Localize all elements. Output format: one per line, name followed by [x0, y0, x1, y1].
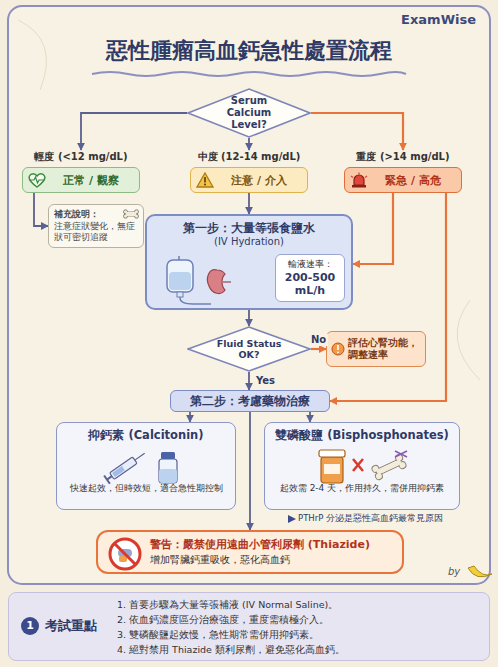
- decision-diamond: Fluid Status OK?: [187, 326, 311, 372]
- flow-arrow: [248, 310, 250, 326]
- branch-heading: 中度 (12-14 mg/dL): [190, 150, 308, 164]
- brand-text: ExamWise: [401, 12, 476, 27]
- icon-art: [196, 172, 214, 188]
- flow-arrow: [81, 113, 187, 150]
- node-icon: [315, 447, 411, 485]
- summary-panel: 1 考試重點 1. 首要步驟為大量等張補液 (IV Normal Saline)。2…: [8, 592, 490, 661]
- icon-art: [107, 536, 143, 572]
- step-band: 第二步：考慮藥物治療: [170, 390, 330, 412]
- box-text: 200-500 mL/h: [278, 271, 342, 297]
- flow-arrow: [311, 348, 326, 350]
- icon-art: [350, 172, 368, 188]
- flow-arrow: [248, 193, 250, 214]
- flow-arrow: [353, 193, 393, 264]
- box-text: 評估心腎功能，調整速率: [348, 337, 421, 362]
- severity-node: 中度 (12-14 mg/dL) 注意 / 介入: [190, 150, 308, 193]
- note-text: PTHrP 分泌是惡性高血鈣最常見原因: [298, 513, 443, 525]
- box-text: 緊急 / 高危: [385, 173, 441, 188]
- box-text: 快速起效，但時效短，適合急性期控制: [65, 483, 227, 495]
- box-text: (IV Hydration): [153, 236, 345, 247]
- decision-diamond: Serum Calcium Level?: [187, 88, 311, 138]
- box-text: 注意 / 介入: [231, 173, 287, 188]
- node-icon: [196, 172, 214, 188]
- banana-icon: [468, 566, 492, 577]
- credit-text: by: [448, 566, 460, 577]
- status-box: 正常 / 觀察: [22, 167, 140, 193]
- node-icon: [350, 172, 368, 188]
- box-text: 1. 首要步驟為大量等張補液 (IV Normal Saline)。: [117, 597, 338, 612]
- paper-crease: [457, 300, 480, 380]
- drug-box: 雙磷酸鹽 (Bisphosphonates) 起效需 2-4 天，作用持久，需併用…: [264, 422, 460, 510]
- flow-arrow: [309, 412, 311, 422]
- paper-crease: [18, 20, 46, 90]
- node-icon: [101, 447, 193, 485]
- flow-arrow: [249, 412, 251, 530]
- box-text: 1: [21, 617, 39, 635]
- node-icon: [107, 536, 143, 572]
- title-underline: [92, 72, 406, 76]
- box-text: Serum Calcium Level?: [211, 95, 287, 131]
- box-text: 注意症狀變化，無症狀可密切追蹤: [54, 221, 138, 243]
- note-box: 補充說明：注意症狀變化，無症狀可密切追蹤: [48, 204, 144, 248]
- flow-arrow: [34, 193, 48, 226]
- warning-box: 評估心腎功能，調整速率: [326, 331, 426, 367]
- severity-node: 重度 (>14 mg/dL) 緊急 / 高危: [344, 150, 462, 193]
- flow-arrow: [248, 372, 250, 390]
- icon-art: [28, 172, 46, 188]
- box-text: 起效需 2-4 天，作用持久，需併用抑鈣素: [273, 483, 451, 495]
- box-text: 第一步：大量等張食鹽水: [153, 221, 345, 236]
- icon-art: [123, 209, 139, 219]
- branch-heading: 輕度 (<12 mg/dL): [22, 150, 140, 164]
- box-text: 2. 依血鈣濃度區分治療強度，重度需積極介入。: [117, 612, 329, 627]
- node-icon: [331, 342, 345, 356]
- box-text: 增加腎臟鈣重吸收，惡化高血鈣: [150, 554, 394, 567]
- alert-box: 警告：嚴禁使用遠曲小管利尿劑 (Thiazide) 增加腎臟鈣重吸收，惡化高血鈣: [96, 530, 404, 574]
- box-text: Fluid Status OK?: [209, 338, 289, 361]
- box-text: 抑鈣素 (Calcitonin): [65, 428, 227, 443]
- page-frame: [8, 6, 490, 584]
- title-text: 惡性腫瘤高血鈣急性處置流程: [0, 36, 498, 66]
- box-text: 考試重點: [45, 617, 97, 635]
- box-text: 雙磷酸鹽 (Bisphosphonates): [273, 428, 451, 443]
- status-box: 緊急 / 高危: [344, 167, 462, 193]
- box-text: 4. 絕對禁用 Thiazide 類利尿劑，避免惡化高血鈣。: [117, 642, 345, 657]
- node-icon: [28, 172, 46, 188]
- flow-arrow: [248, 138, 250, 150]
- icon-art: [101, 447, 193, 485]
- box-text: 3. 雙磷酸鹽起效慢，急性期常需併用抑鈣素。: [117, 627, 319, 642]
- box-text: 輸液速率：: [278, 258, 342, 271]
- icon-art: [315, 447, 411, 485]
- node-icon: [159, 256, 259, 308]
- flow-arrow: [189, 412, 191, 422]
- flow-arrow: [311, 113, 403, 150]
- icon-art: [331, 342, 345, 356]
- icon-art: [159, 256, 259, 308]
- severity-node: 輕度 (<12 mg/dL) 正常 / 觀察: [22, 150, 140, 193]
- step-box: 第一步：大量等張食鹽水(IV Hydration) 輸液速率：200-500 mL…: [145, 214, 353, 310]
- branch-heading: 重度 (>14 mg/dL): [344, 150, 462, 164]
- edge-label: Yes: [254, 375, 277, 387]
- drug-box: 抑鈣素 (Calcitonin) 快速起效，但時效短，適合急性期控制: [56, 422, 236, 510]
- rate-box: 輸液速率：200-500 mL/h: [275, 254, 345, 302]
- edge-label: No: [309, 334, 328, 346]
- box-text: 第二步：考慮藥物治療: [190, 394, 310, 409]
- box-text: 警告：嚴禁使用遠曲小管利尿劑 (Thiazide): [150, 537, 394, 552]
- box-text: 正常 / 觀察: [63, 173, 119, 188]
- status-box: 注意 / 介入: [190, 167, 308, 193]
- pointer-triangle: [288, 515, 296, 523]
- box-text: 補充說明：: [54, 209, 138, 221]
- node-icon: [123, 209, 139, 219]
